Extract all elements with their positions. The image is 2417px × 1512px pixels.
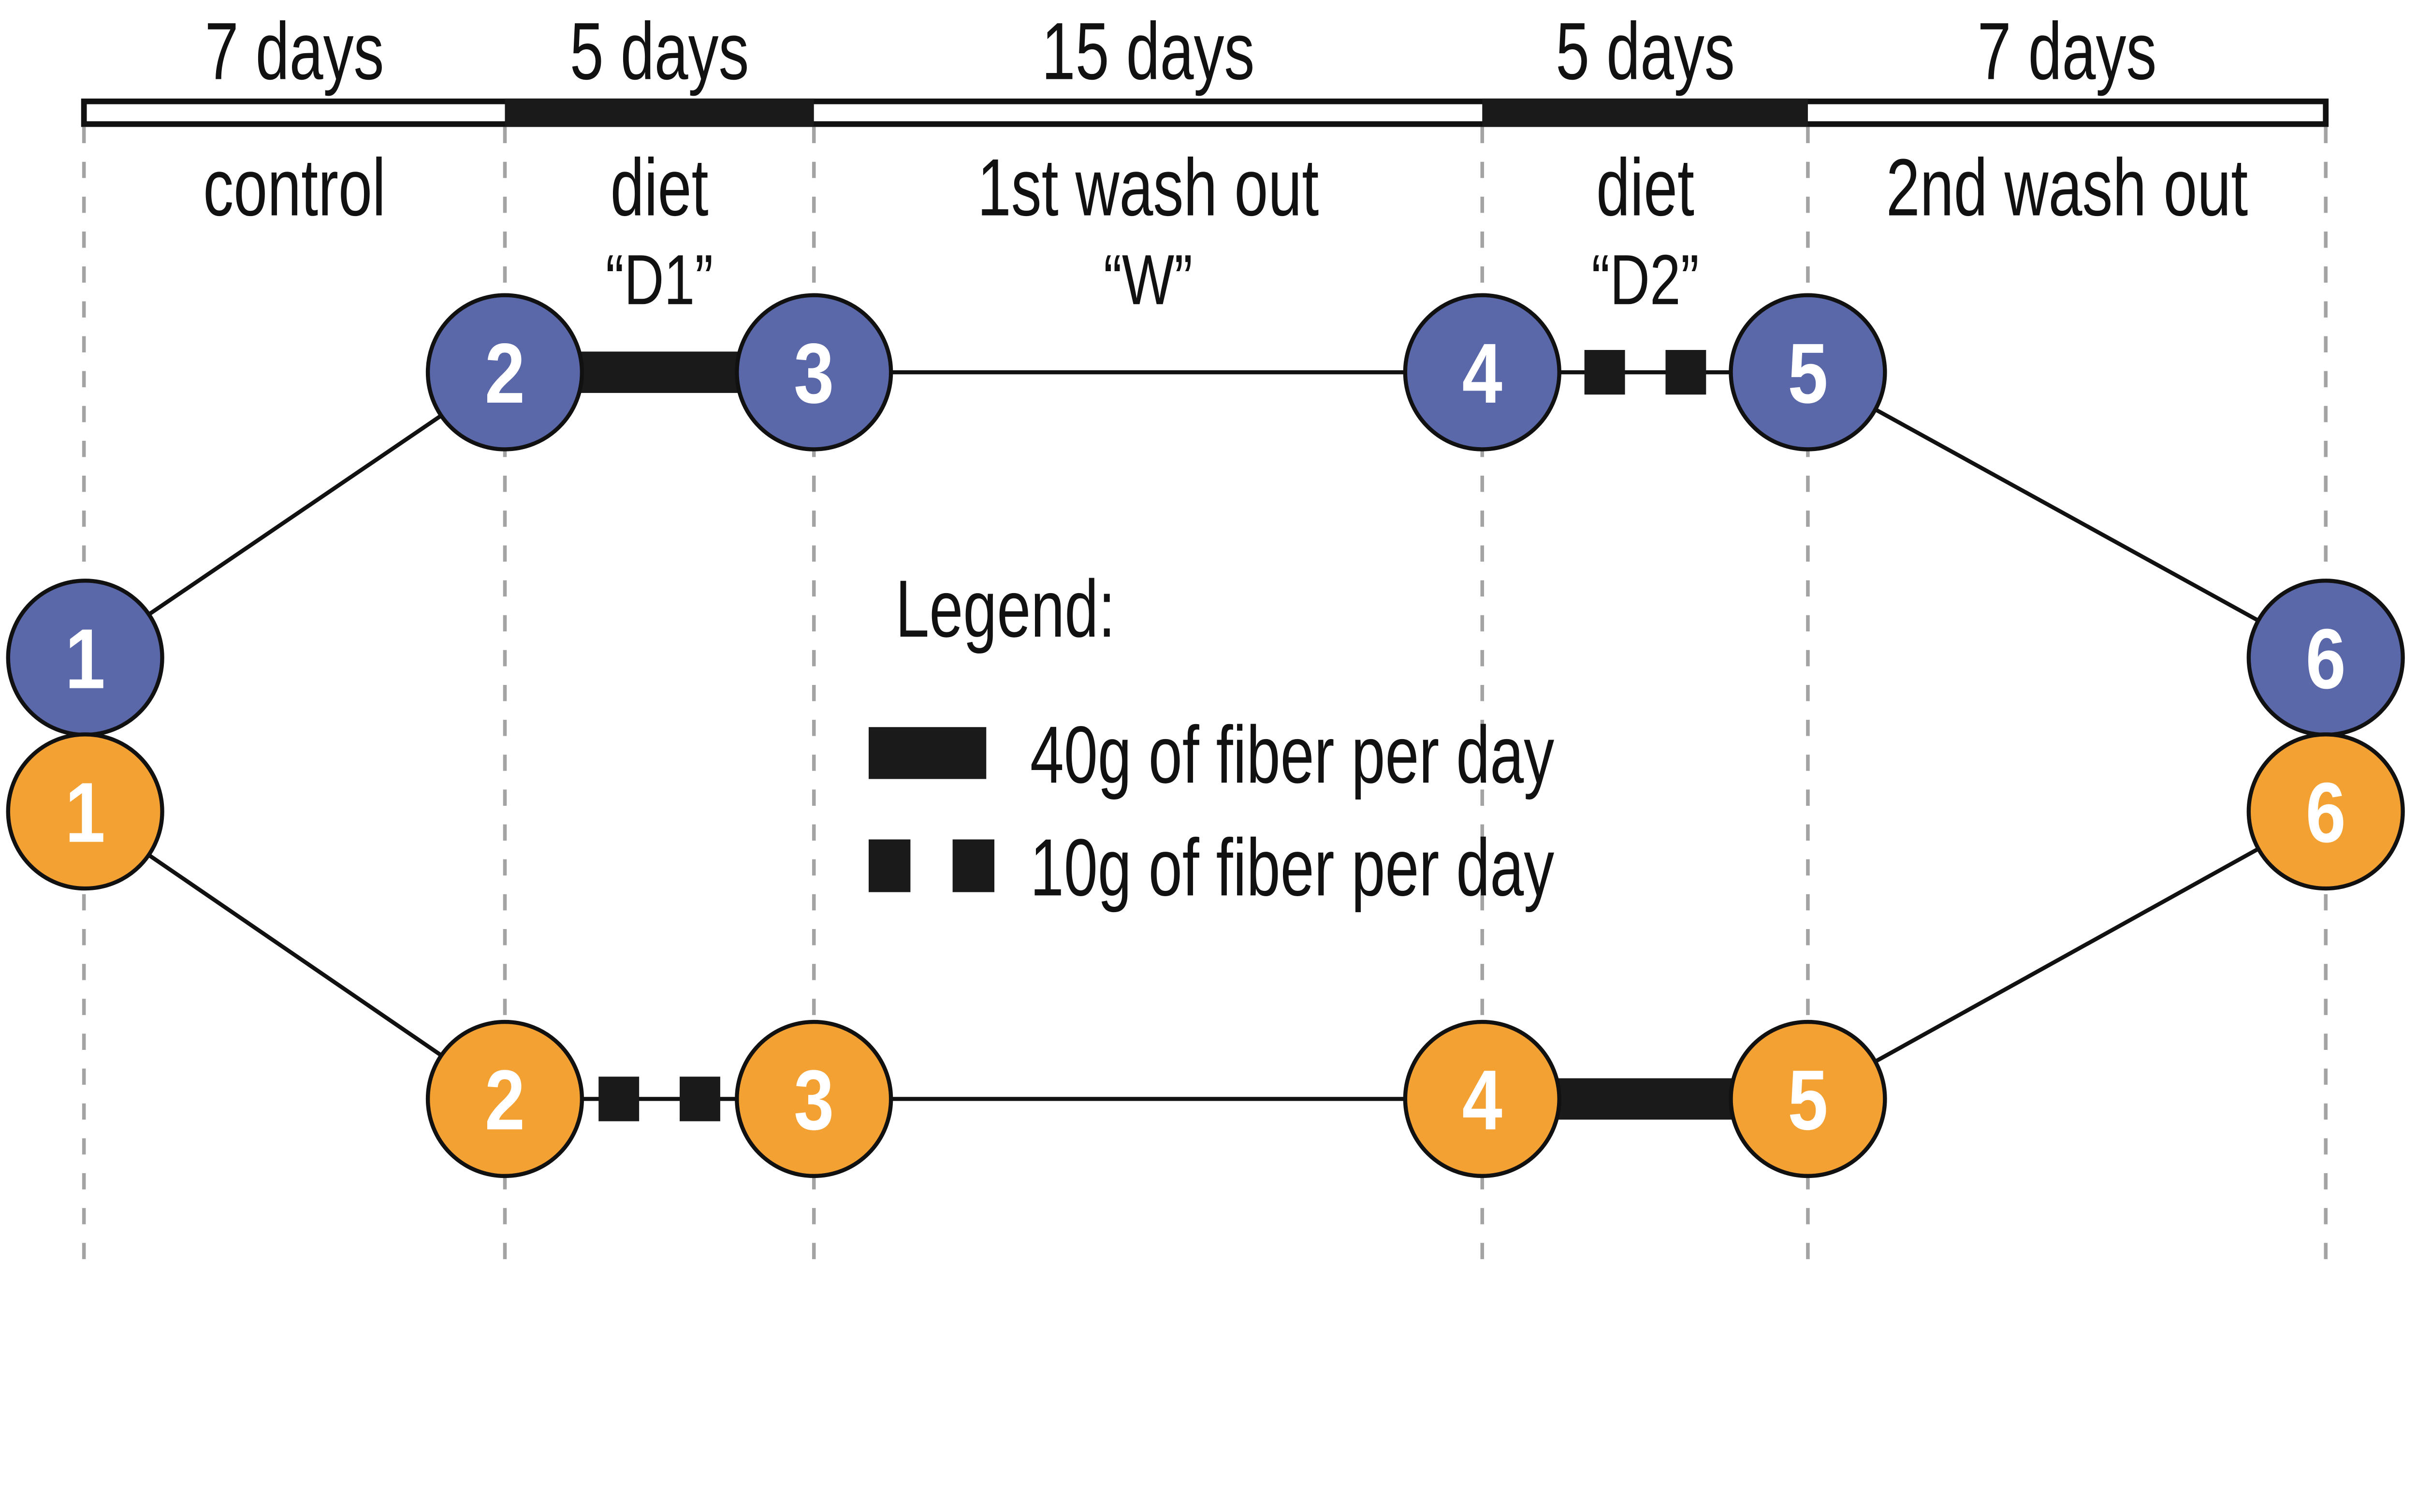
orange-link-5-6 [1806, 810, 2327, 1101]
timeline-bar-frame [81, 98, 2329, 127]
visit-guide-lines [82, 127, 2328, 1266]
period-code-labels: “D1” “W” “D2” [606, 240, 1699, 319]
duration-labels: 7 days 5 days 15 days 5 days 7 days [205, 6, 2157, 97]
legend-10g-swatch-icon-a [868, 839, 911, 892]
phase-labels: control diet 1st wash out diet 2nd wash … [203, 143, 2248, 233]
timeline-bar [81, 98, 2329, 127]
code-label-d1: “D1” [606, 240, 713, 319]
duration-label-2: 5 days [570, 6, 749, 97]
blue-node-6-number: 6 [2306, 611, 2346, 706]
legend: Legend: 40g of fiber per day 10g of fibe… [868, 564, 1554, 913]
blue-node-4-number: 4 [1462, 326, 1502, 421]
legend-40g-swatch-icon [868, 727, 987, 779]
phase-label-5: 2nd wash out [1886, 143, 2248, 233]
duration-label-1: 7 days [205, 6, 384, 97]
blue-10g-square-2 [1665, 349, 1706, 395]
blue-arm-connectors [84, 349, 2327, 660]
blue-node-1-number: 1 [65, 611, 105, 706]
code-label-w: “W” [1104, 240, 1193, 319]
phase-label-3: 1st wash out [977, 143, 1319, 233]
duration-label-3: 15 days [1042, 6, 1255, 97]
orange-arm-nodes: 1 2 3 4 5 6 [6, 732, 2405, 1178]
orange-node-4 [1403, 1019, 1561, 1178]
orange-node-5-number: 5 [1788, 1052, 1828, 1148]
legend-title: Legend: [895, 564, 1115, 654]
legend-40g-label: 40g of fiber per day [1030, 710, 1554, 800]
blue-node-2-number: 2 [485, 326, 525, 421]
blue-link-5-6 [1806, 370, 2327, 660]
orange-node-1-number: 1 [65, 765, 105, 860]
duration-label-5: 7 days [1978, 6, 2157, 97]
blue-arm-nodes: 1 2 3 4 5 6 [6, 293, 2405, 737]
diet-segment-d2 [1482, 98, 1808, 127]
blue-node-2 [425, 293, 584, 451]
orange-node-6-number: 6 [2306, 765, 2346, 860]
diet-segment-d1 [505, 98, 814, 127]
crossover-study-diagram: 7 days 5 days 15 days 5 days 7 days cont… [6, 6, 2405, 1266]
code-label-d2: “D2” [1591, 240, 1699, 319]
blue-node-3 [735, 293, 893, 451]
phase-label-1: control [203, 143, 386, 233]
orange-node-2 [425, 1019, 584, 1178]
orange-10g-square-2 [680, 1076, 720, 1121]
blue-link-1-2 [84, 370, 506, 660]
orange-node-1 [6, 732, 164, 891]
orange-node-3-number: 3 [794, 1052, 834, 1148]
duration-label-4: 5 days [1556, 6, 1735, 97]
orange-node-3 [735, 1019, 893, 1178]
orange-node-5 [1729, 1019, 1887, 1178]
orange-node-6 [2246, 732, 2405, 891]
orange-node-2-number: 2 [485, 1052, 525, 1148]
orange-10g-square-1 [598, 1076, 640, 1121]
legend-10g-swatch-icon-b [952, 839, 995, 892]
blue-10g-square-1 [1584, 349, 1625, 395]
phase-label-2: diet [611, 143, 709, 233]
phase-label-4: diet [1596, 143, 1694, 233]
legend-10g-label: 10g of fiber per day [1030, 823, 1554, 913]
blue-node-3-number: 3 [794, 326, 834, 421]
orange-node-4-number: 4 [1462, 1052, 1502, 1148]
orange-link-1-2 [84, 810, 506, 1101]
blue-node-5-number: 5 [1788, 326, 1828, 421]
study-design-figure: 7 days 5 days 15 days 5 days 7 days cont… [6, 6, 2405, 1266]
blue-node-4 [1403, 293, 1561, 451]
blue-node-5 [1729, 293, 1887, 451]
